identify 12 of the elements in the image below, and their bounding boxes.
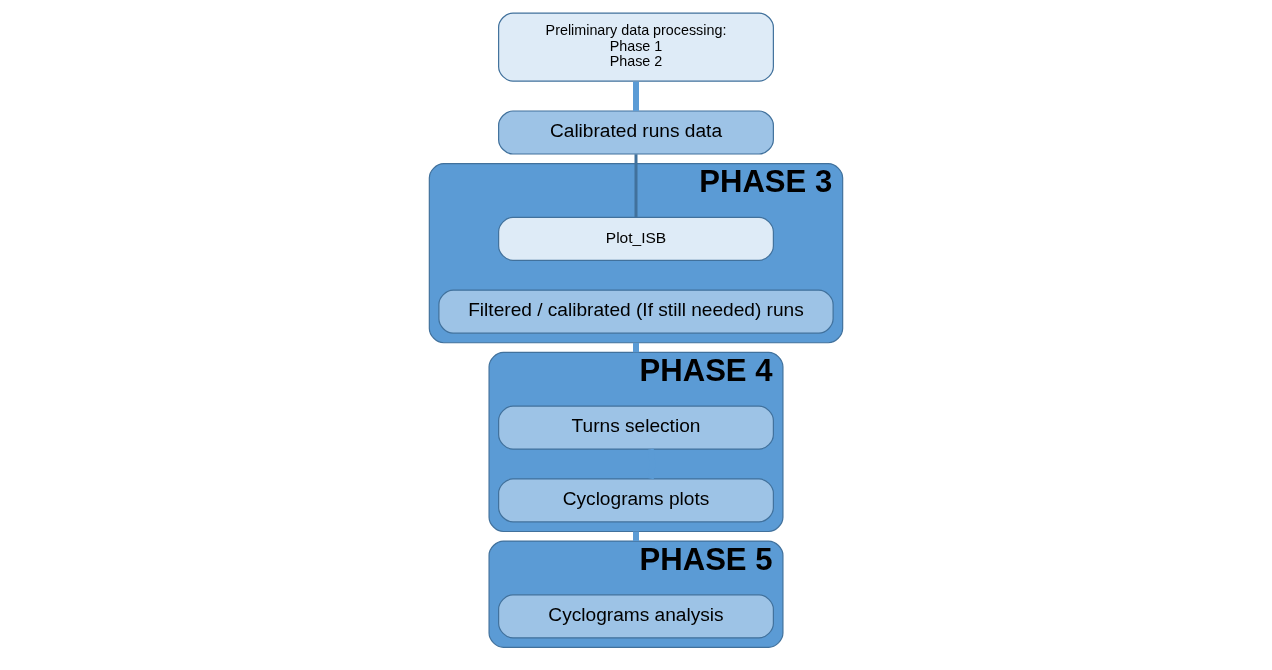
node-box: Cyclograms analysis [498,594,774,639]
node-box: Calibrated runs data [498,110,774,155]
node-box: Plot_ISB [498,216,774,261]
connector [633,81,639,111]
connector [633,342,639,353]
node-box: Filtered / calibrated (If still needed) runs [438,289,834,334]
connector [647,448,656,480]
connector [633,531,639,542]
connector [634,154,638,218]
node-box: Preliminary data processing: Phase 1 Phase 2 [498,12,774,82]
node-box: Cyclograms plots [498,478,774,523]
node-box: Turns selection [498,405,774,450]
